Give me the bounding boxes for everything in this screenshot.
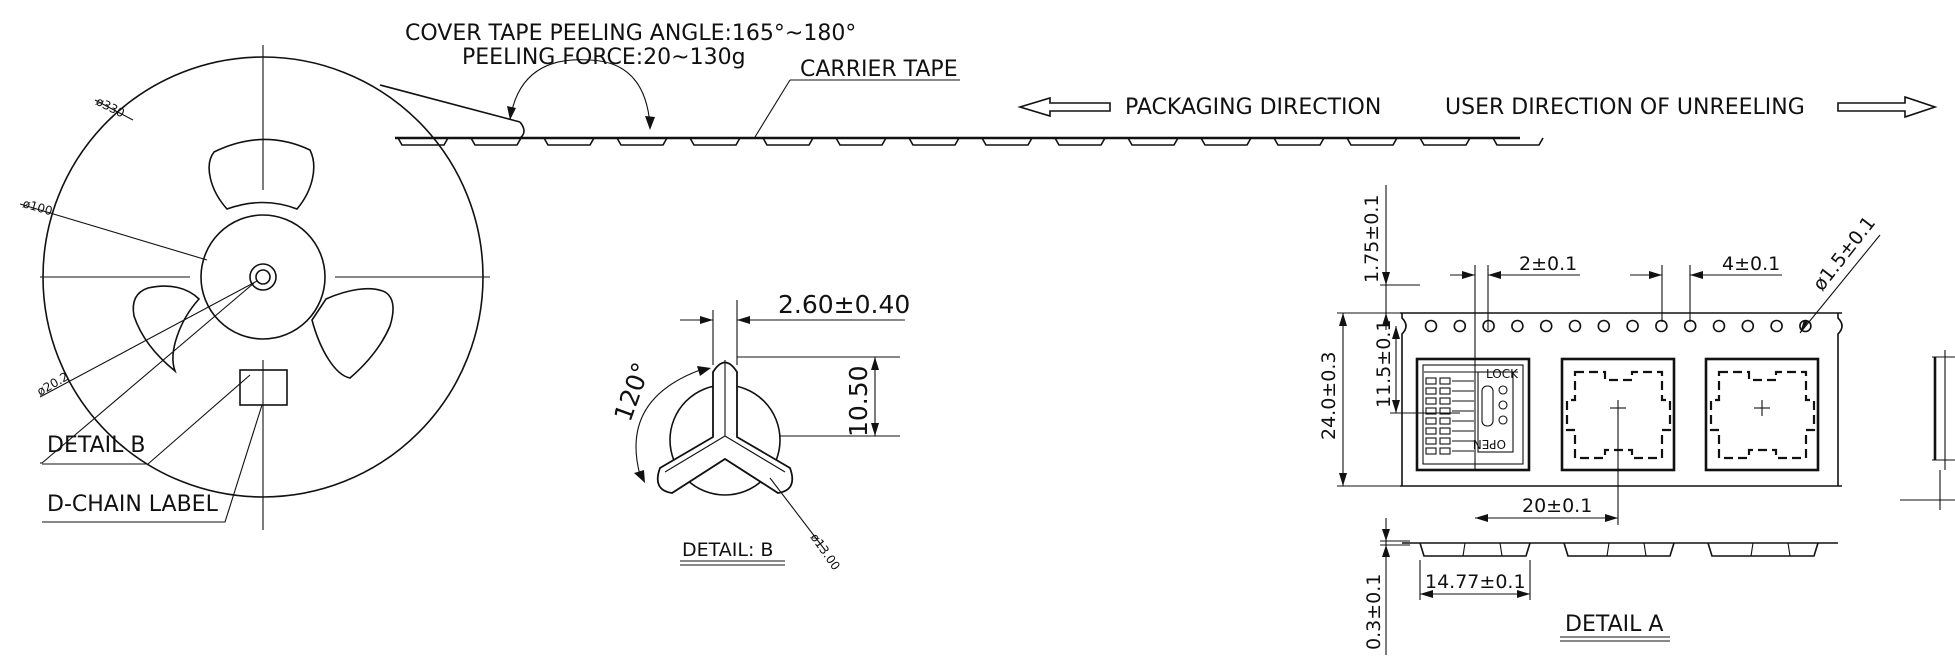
pin xyxy=(1425,397,1437,405)
tape-pocket xyxy=(1054,137,1106,146)
user-direction-text: USER DIRECTION OF UNREELING xyxy=(1445,95,1805,120)
reel-window-right xyxy=(311,287,394,379)
pin xyxy=(1425,387,1437,395)
pin xyxy=(1439,387,1451,395)
sprocket-hole xyxy=(1511,319,1524,333)
component-pins xyxy=(1425,377,1474,455)
tape-pocket xyxy=(1127,137,1179,146)
open-text: OPEN xyxy=(1473,437,1506,451)
dim-1-75: 1.75±0.1 xyxy=(1361,195,1383,283)
tape-pocket xyxy=(762,137,814,146)
sprocket-hole xyxy=(1770,319,1783,333)
dim-11-5: 11.5±0.1 xyxy=(1373,320,1395,408)
profile-pocket xyxy=(1419,542,1531,557)
reel-window-left xyxy=(132,285,201,374)
peeling-angle-text: COVER TAPE PEELING ANGLE:165°~180° xyxy=(405,21,856,46)
packaging-direction-text: PACKAGING DIRECTION xyxy=(1125,95,1381,120)
sprocket-hole xyxy=(1626,319,1639,333)
tape-pocket xyxy=(1273,137,1325,146)
d-chain-label-callout: D-CHAIN LABEL xyxy=(47,492,219,517)
dim-2: 2±0.1 xyxy=(1519,253,1577,275)
dim-4: 4±0.1 xyxy=(1722,253,1780,275)
tape-pocket xyxy=(689,137,741,146)
tape-pocket xyxy=(470,137,522,146)
sprocket-hole xyxy=(1712,319,1726,333)
detail-b-width-dim: 2.60±0.40 xyxy=(778,290,910,319)
sprocket-hole xyxy=(1655,319,1668,333)
tape-pocket xyxy=(981,137,1033,146)
carrier-tape-view: COVER TAPE PEELING ANGLE:165°~180° PEELI… xyxy=(379,21,1938,146)
sprocket-hole xyxy=(1424,319,1438,333)
dim-24: 24.0±0.3 xyxy=(1318,352,1340,440)
dim-0-3: 0.3±0.1 xyxy=(1363,574,1385,650)
detail-b-view: 2.60±0.40 10.50 120° ø13.00 DETAIL: B xyxy=(608,290,910,573)
pocket-with-component: LOCK OPEN xyxy=(1415,357,1531,472)
pin xyxy=(1439,417,1451,425)
dim-14-77: 14.77±0.1 xyxy=(1425,571,1526,593)
pin xyxy=(1439,447,1451,455)
sprocket-hole xyxy=(1568,319,1582,333)
tape-pockets xyxy=(397,137,1544,146)
tape-side-profile xyxy=(1419,542,1819,557)
tape-pocket xyxy=(908,137,960,146)
dim-20: 20±0.1 xyxy=(1522,495,1592,517)
sprocket-holes xyxy=(1424,319,1812,333)
peeling-force-text: PEELING FORCE:20~130g xyxy=(462,45,746,70)
pin xyxy=(1425,447,1437,455)
pin xyxy=(1425,427,1437,435)
sprocket-hole xyxy=(1597,319,1611,333)
detail-b-angle: 120° xyxy=(608,359,656,426)
detail-b-title: DETAIL: B xyxy=(682,539,773,561)
sprocket-hole xyxy=(1482,319,1495,333)
tape-pocket xyxy=(397,137,449,146)
dim-hole: ø1.5±0.1 xyxy=(1809,212,1881,295)
empty-pocket-3 xyxy=(1704,357,1820,472)
tape-pocket xyxy=(543,137,595,146)
carrier-tape-text: CARRIER TAPE xyxy=(800,57,958,82)
reel-dia-100: ø100 xyxy=(21,196,54,218)
pin xyxy=(1425,437,1437,445)
sprocket-hole xyxy=(1453,319,1467,333)
sprocket-hole xyxy=(1741,319,1755,333)
reel-dia-330: ø330 xyxy=(94,94,127,120)
packaging-direction-arrow xyxy=(1017,96,1111,118)
tape-pocket xyxy=(1200,137,1252,146)
pin xyxy=(1425,407,1437,415)
sprocket-hole xyxy=(1799,319,1812,333)
tape-pocket xyxy=(1346,137,1398,146)
reel-view: ø330 ø100 ø20.2 DETAIL B D-CHAIN LABEL xyxy=(19,45,490,530)
tape-pocket xyxy=(835,137,887,146)
pin xyxy=(1425,417,1437,425)
detail-a-title: DETAIL A xyxy=(1565,612,1663,637)
pin xyxy=(1425,377,1437,385)
pin xyxy=(1439,427,1451,435)
pin xyxy=(1439,407,1451,415)
profile-pocket xyxy=(1707,542,1819,557)
reel-window-top xyxy=(208,138,315,210)
detail-b-height-dim: 10.50 xyxy=(844,365,873,437)
reel-dia-20-2: ø20.2 xyxy=(35,369,71,398)
detail-b-callout: DETAIL B xyxy=(47,433,145,458)
pin xyxy=(1439,397,1451,405)
sprocket-hole xyxy=(1539,319,1553,333)
d-chain-label-box xyxy=(239,369,288,406)
lock-text: LOCK xyxy=(1486,367,1519,381)
detail-b-dia-13: ø13.00 xyxy=(808,531,843,573)
pin xyxy=(1439,437,1451,445)
detail-a-view: LOCK OPEN 1.75±0.1 24.0±0.3 xyxy=(1318,185,1955,655)
sprocket-hole xyxy=(1683,319,1697,333)
tape-pocket xyxy=(1492,137,1544,146)
tape-pocket xyxy=(1419,137,1471,146)
unreeling-direction-arrow xyxy=(1837,95,1938,119)
pin xyxy=(1439,377,1451,385)
tape-pocket xyxy=(616,137,668,146)
profile-pocket xyxy=(1563,542,1675,557)
